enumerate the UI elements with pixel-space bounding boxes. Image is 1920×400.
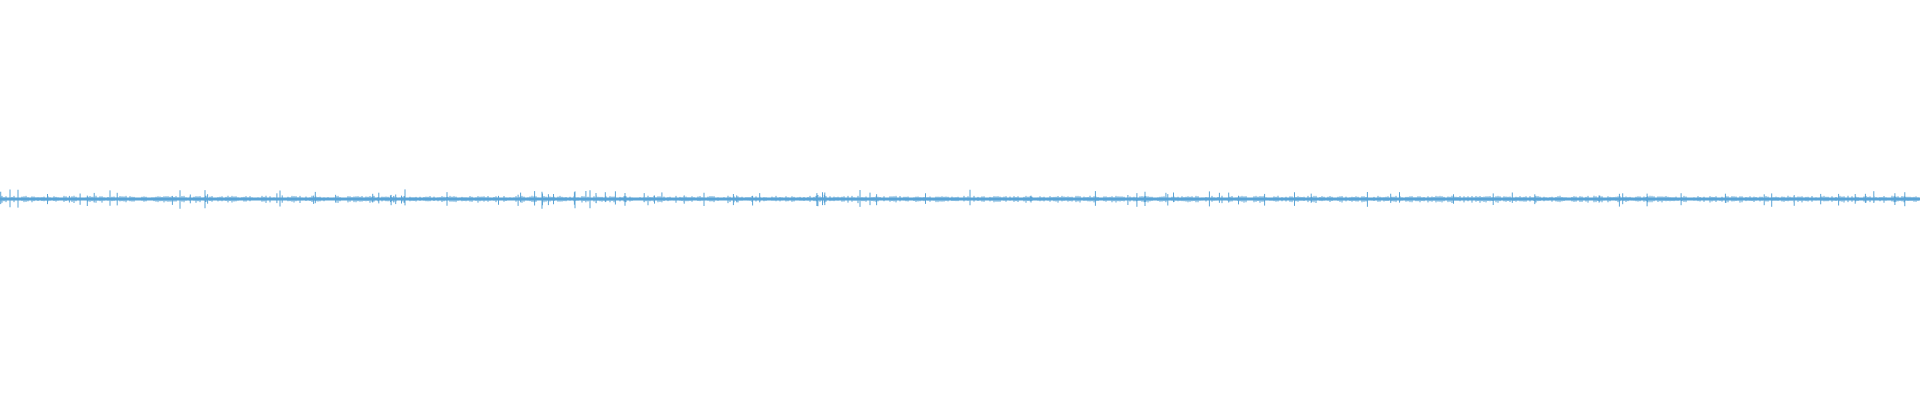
waveform-baseline <box>0 197 1920 201</box>
